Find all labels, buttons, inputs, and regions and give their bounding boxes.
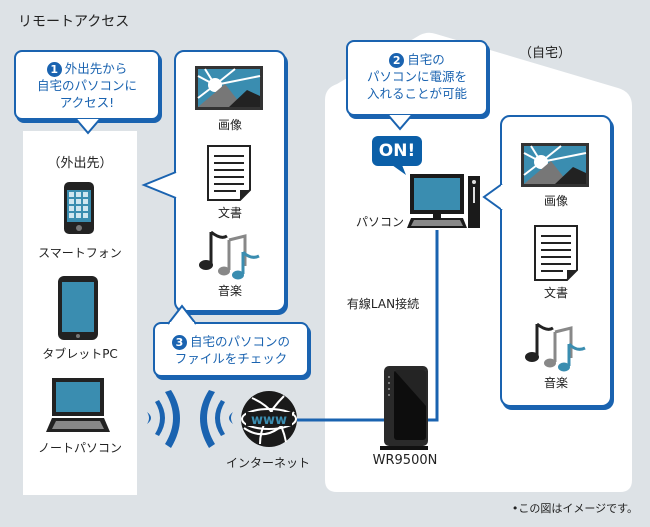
step-1-bubble-tail xyxy=(75,118,101,135)
step-2-line-3: 入れることが可能 xyxy=(366,86,467,101)
image-note: •この図はイメージです。 xyxy=(511,502,638,515)
document-icon xyxy=(534,225,578,281)
step-1-number: 1 xyxy=(46,62,62,77)
file-label-document: 文書 xyxy=(217,206,242,220)
file-label-music: 音楽 xyxy=(543,376,568,390)
wireless-signal-icon xyxy=(147,390,233,448)
file-label-image: 画像 xyxy=(543,194,568,208)
pc-label: パソコン xyxy=(355,215,404,229)
step-3-line-1: 自宅のパソコンの xyxy=(189,334,290,349)
device-label-smartphone: スマートフォン xyxy=(38,246,122,260)
tablet-icon xyxy=(58,276,98,340)
www-text: www xyxy=(251,413,287,428)
music-icon xyxy=(199,230,260,280)
image-icon xyxy=(195,66,263,110)
step-3-bubble-tail xyxy=(167,304,197,326)
page-title: リモートアクセス xyxy=(18,14,130,30)
device-label-tablet: タブレットPC xyxy=(42,347,118,361)
internet-globe-icon: www xyxy=(241,391,297,447)
home-label: （自宅） xyxy=(518,46,571,61)
smartphone-icon xyxy=(64,182,94,234)
away-label: （外出先） xyxy=(47,156,113,171)
home-files-panel-tail xyxy=(482,183,506,211)
lan-label: 有線LAN接続 xyxy=(346,297,420,311)
step-3-number: 3 xyxy=(171,335,187,350)
power-on-badge-tail xyxy=(392,165,406,175)
step-2-line-2: パソコンに電源を xyxy=(366,69,467,84)
step-1-line-1: 外出先から xyxy=(64,61,128,76)
internet-label: インターネット xyxy=(225,456,310,470)
file-label-music: 音楽 xyxy=(217,284,242,298)
step-2-bubble-tail xyxy=(387,114,413,131)
step-1-line-3: アクセス! xyxy=(59,95,115,110)
step-3-line-2: ファイルをチェック xyxy=(174,351,288,366)
document-icon xyxy=(207,145,251,201)
laptop-icon xyxy=(46,378,110,432)
step-1-line-2: 自宅のパソコンに xyxy=(36,78,137,93)
image-icon xyxy=(521,143,589,187)
step-2-line-1: 自宅の xyxy=(407,52,445,67)
device-label-laptop: ノートパソコン xyxy=(37,441,122,455)
file-label-document: 文書 xyxy=(543,286,568,300)
step-2-number: 2 xyxy=(389,53,405,68)
file-label-image: 画像 xyxy=(217,118,242,132)
router-label: WR9500N xyxy=(372,453,438,468)
music-icon xyxy=(525,322,586,372)
remote-files-panel-tail xyxy=(141,171,182,199)
power-on-badge: ON! xyxy=(372,136,422,166)
desktop-pc-icon xyxy=(407,174,480,228)
router-icon xyxy=(380,366,428,450)
